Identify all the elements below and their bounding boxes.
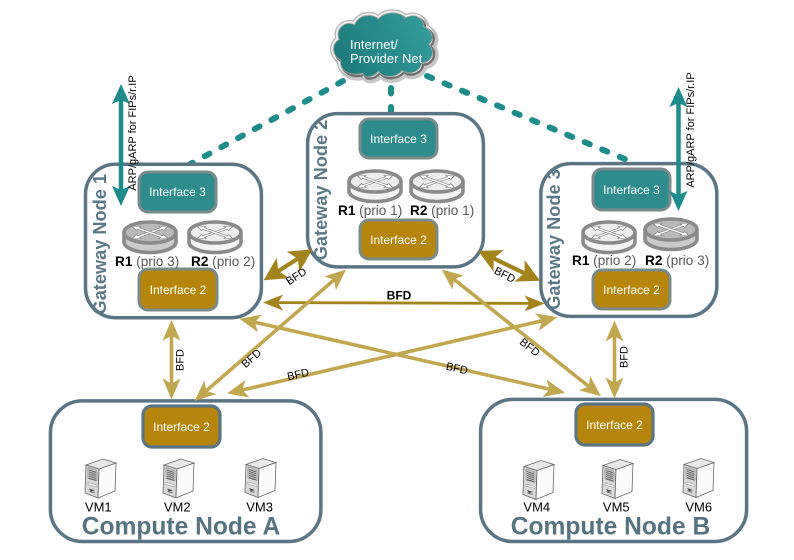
svg-text:VM3: VM3 — [246, 500, 273, 515]
svg-text:Interface 3: Interface 3 — [603, 183, 660, 197]
svg-text:VM6: VM6 — [685, 500, 712, 515]
svg-text:Interface 2: Interface 2 — [150, 283, 207, 297]
svg-text:BFD: BFD — [240, 347, 265, 371]
svg-text:R2 (prio 3): R2 (prio 3) — [645, 253, 709, 268]
svg-text:BFD: BFD — [445, 361, 469, 378]
svg-text:Compute Node A: Compute Node A — [82, 514, 281, 541]
svg-text:R2 (prio 2): R2 (prio 2) — [191, 254, 255, 269]
svg-text:VM2: VM2 — [164, 500, 191, 515]
svg-text:R1 (prio 2): R1 (prio 2) — [572, 253, 636, 268]
svg-text:Interface 3: Interface 3 — [149, 185, 206, 199]
svg-text:Provider Net: Provider Net — [350, 51, 423, 66]
svg-text:ARP/gARP for FIPs/r.IP: ARP/gARP for FIPs/r.IP — [685, 72, 697, 187]
svg-text:Interface 2: Interface 2 — [603, 283, 660, 297]
svg-text:BFD: BFD — [286, 367, 310, 384]
svg-text:Interface 2: Interface 2 — [370, 233, 427, 247]
svg-text:Internet/: Internet/ — [350, 37, 398, 52]
svg-text:ARP/gARP for FIPs/r.IP: ARP/gARP for FIPs/r.IP — [127, 75, 139, 190]
svg-text:Interface 2: Interface 2 — [153, 420, 210, 434]
svg-text:Gateway Node 3: Gateway Node 3 — [544, 169, 564, 310]
svg-text:Compute Node B: Compute Node B — [511, 514, 710, 541]
svg-text:BFD: BFD — [175, 349, 187, 371]
svg-text:VM1: VM1 — [85, 500, 112, 515]
svg-text:VM4: VM4 — [523, 500, 550, 515]
svg-text:BFD: BFD — [284, 266, 309, 288]
svg-text:BFD: BFD — [517, 336, 542, 359]
svg-text:Gateway Node 1: Gateway Node 1 — [90, 174, 110, 315]
svg-text:VM5: VM5 — [603, 500, 630, 515]
svg-text:Interface 3: Interface 3 — [370, 132, 427, 146]
svg-text:R2 (prio 1): R2 (prio 1) — [410, 203, 474, 218]
svg-text:BFD: BFD — [619, 346, 631, 368]
svg-text:R1 (prio 3): R1 (prio 3) — [115, 254, 179, 269]
svg-text:BFD: BFD — [387, 289, 412, 303]
svg-text:R1 (prio 1): R1 (prio 1) — [338, 203, 402, 218]
svg-text:Interface 2: Interface 2 — [586, 418, 643, 432]
svg-text:Gateway Node 2: Gateway Node 2 — [311, 120, 331, 261]
